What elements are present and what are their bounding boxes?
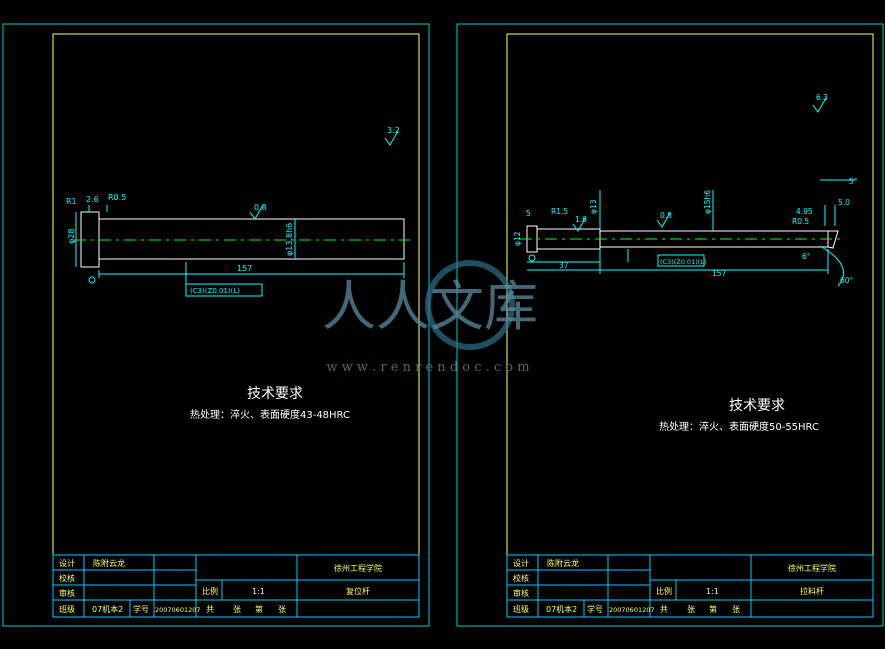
watermark: 人人文库 w w w . r e n r e n d o c . c o m <box>322 260 538 375</box>
sheet-label: 张 <box>278 605 286 614</box>
id-label-2: 学号 <box>587 604 603 614</box>
dim2-r0-5: R0.5 <box>792 217 809 226</box>
watermark-url: w w w . r e n r e n d o c . c o m <box>326 360 529 375</box>
watermark-logo-ring <box>425 260 515 350</box>
tolerance2-text: (C3)(Z0.01)(L) <box>660 258 706 266</box>
sheets-label: 张 <box>233 605 241 614</box>
dim2-1-6: 1.6 <box>575 215 587 224</box>
class-label-2: 班级 <box>513 604 529 614</box>
dim2-5-0: 5.0 <box>838 198 850 207</box>
sheet-1-part-drawing <box>74 130 410 297</box>
roughness-general: 3.2 <box>387 126 400 135</box>
sheet-1-dimensions: R1 2.6 R0.5 157 φ28 φ13.8h6 0.8 3.2 (C3)… <box>66 126 400 295</box>
dim2-5: 5 <box>526 209 531 218</box>
tech-requirements-title-2: 技术要求 <box>729 398 785 414</box>
dim2-r1-5: R1.5 <box>551 207 568 216</box>
id-value: 20070601207 <box>155 606 201 614</box>
dim2-4-95: 4.95 <box>796 207 813 216</box>
school-name-2: 徐州工程学院 <box>788 563 836 573</box>
dim2-angle-5: 5° <box>849 177 858 186</box>
scale-label: 比例 <box>202 586 218 596</box>
sheets-label-2: 张 <box>687 605 695 614</box>
dim2-shaft-dia: φ15h6 <box>703 190 712 214</box>
pin-shaft <box>98 218 405 260</box>
id-value-2: 20070601207 <box>609 606 655 614</box>
dim2-length: 157 <box>712 269 727 278</box>
review-label: 审核 <box>59 588 75 598</box>
sheet-2-inner-frame <box>506 33 874 618</box>
sheet-1: R1 2.6 R0.5 157 φ28 φ13.8h6 0.8 3.2 (C3)… <box>2 23 430 627</box>
designer-label-2: 设计 <box>513 558 529 568</box>
sheet-2-title-block <box>506 554 874 618</box>
sheet-2-title-block-text: 设计 陈附云龙 校核 审核 班级 07机本2 学号 20070601207 徐州… <box>513 558 836 614</box>
dim-r0-5: R0.5 <box>108 193 126 202</box>
class-label: 班级 <box>59 604 75 614</box>
roughness2-general: 6.3 <box>816 93 828 102</box>
dim2-angle-60: 60° <box>840 276 854 285</box>
class-value-2: 07机本2 <box>546 604 577 614</box>
tolerance-text: (C3)(Z0.01)(L) <box>190 287 240 295</box>
class-value: 07机本2 <box>92 604 123 614</box>
dim2-angle-6: 6° <box>802 252 811 261</box>
dim-length: 157 <box>237 264 252 273</box>
dim-head-diameter: φ28 <box>67 229 76 244</box>
tech-requirements-note-2: 热处理：淬火、表面硬度50-55HRC <box>659 420 819 433</box>
dim2-neck-dia: φ13 <box>589 199 598 214</box>
tech-requirements-title: 技术要求 <box>247 386 303 402</box>
part-name: 复位杆 <box>346 586 370 596</box>
geometric-tolerance-frame-2 <box>657 254 705 267</box>
check-label-2: 校核 <box>513 573 529 583</box>
roughness2-shaft: 0.8 <box>660 211 672 220</box>
dim-2-6: 2.6 <box>86 195 99 204</box>
sheet-2-dimensions: R1.5 1.6 5 157 37 φ12 φ13 φ15h6 0.8 6.3 … <box>513 93 858 285</box>
scale-label-2: 比例 <box>656 586 672 596</box>
sheet-label-2: 张 <box>732 605 740 614</box>
total-label: 共 <box>206 605 214 614</box>
watermark-brand: 人人文库 <box>322 275 538 338</box>
dim2-head-dia: φ12 <box>513 231 522 246</box>
designer-label: 设计 <box>59 558 75 568</box>
id-label: 学号 <box>133 604 149 614</box>
part-name-2: 拉料杆 <box>800 586 824 596</box>
nth-label: 第 <box>255 604 263 614</box>
dim2-length2: 37 <box>559 261 569 270</box>
sheet-1-title-block-text: 设计 陈附云龙 校核 审核 班级 07机本2 学号 20070601207 徐州… <box>59 558 382 614</box>
dim-shaft-diameter: φ13.8h6 <box>285 223 294 256</box>
scale-value-2: 1:1 <box>706 587 719 596</box>
pull-pin-hook <box>827 230 839 249</box>
sheet-1-outer-frame <box>2 23 430 627</box>
dim-r1: R1 <box>66 197 77 206</box>
sheet-1-title-block <box>52 554 420 618</box>
total-label-2: 共 <box>660 605 668 614</box>
sheet-2-part-drawing <box>520 97 855 287</box>
roughness-shaft: 0.8 <box>254 203 267 212</box>
sheet-2: R1.5 1.6 5 157 37 φ12 φ13 φ15h6 0.8 6.3 … <box>456 23 884 627</box>
review-label-2: 审核 <box>513 588 529 598</box>
geometric-tolerance-frame <box>185 283 263 297</box>
designer-name-2: 陈附云龙 <box>547 558 579 568</box>
sheet-2-outer-frame <box>456 23 884 627</box>
nth-label-2: 第 <box>709 604 717 614</box>
tech-requirements-note: 热处理：淬火、表面硬度43-48HRC <box>190 408 350 421</box>
scale-value: 1:1 <box>252 587 265 596</box>
designer-name: 陈附云龙 <box>93 558 125 568</box>
school-name: 徐州工程学院 <box>334 563 382 573</box>
check-label: 校核 <box>59 573 75 583</box>
